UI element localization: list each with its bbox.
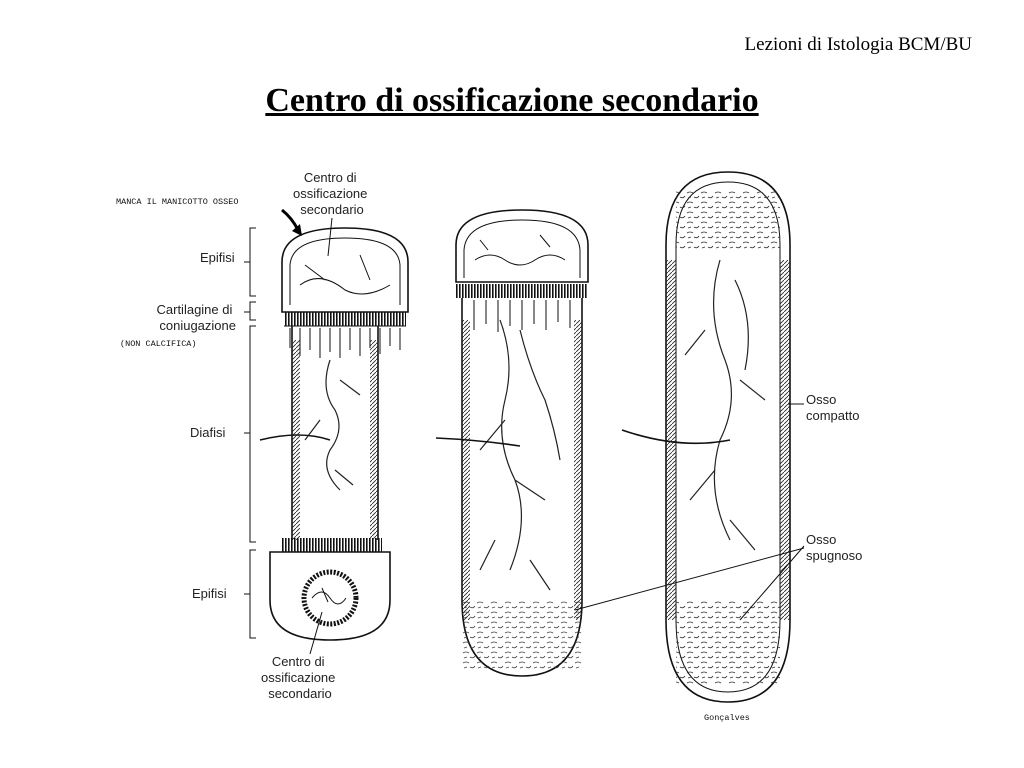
artist-signature: Gonçalves xyxy=(704,713,750,723)
label-osso-spugnoso: Osso spugnoso xyxy=(806,532,862,563)
slide-title: Centro di ossificazione secondario xyxy=(265,82,759,119)
arrow-manca xyxy=(281,208,300,231)
label-centro-bottom: Centro di ossificazione secondario xyxy=(261,654,339,701)
label-centro-top: Centro di ossificazione secondario xyxy=(293,170,371,217)
annotation-non-calcifica: (NON CALCIFICA) xyxy=(120,339,197,349)
bone-stage-2 xyxy=(435,209,589,677)
label-cartilagine: Cartilagine di coniugazione xyxy=(157,302,237,333)
annotation-manca: MANCA IL MANICOTTO OSSEO xyxy=(116,197,238,207)
label-osso-compatto: Osso compatto xyxy=(806,392,859,423)
bone-stage-3 xyxy=(621,171,791,703)
label-diafisi: Diafisi xyxy=(190,425,226,440)
bone-stage-1 xyxy=(259,227,409,641)
label-epifisi-top: Epifisi xyxy=(200,250,235,265)
label-epifisi-bottom: Epifisi xyxy=(192,586,227,601)
header-note: Lezioni di Istologia BCM/BU xyxy=(744,34,972,55)
